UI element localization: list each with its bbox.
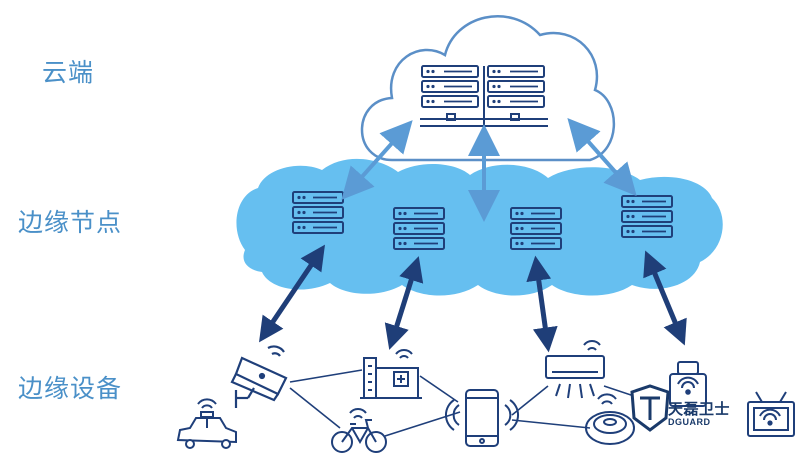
bicycle-icon (331, 408, 387, 453)
cloud-edge-arrows (341, 118, 637, 222)
watermark-subtitle: DGUARD (668, 417, 711, 427)
edge-device-arrows (259, 244, 687, 353)
watermark-logo (630, 384, 670, 432)
taxi-icon (176, 398, 237, 449)
label-edge-nodes: 边缘节点 (18, 208, 123, 237)
smart-lock-icon (669, 361, 707, 407)
air-conditioner-icon (545, 340, 605, 399)
edge-nodes-cloud (236, 158, 723, 296)
cctv-camera-icon (230, 345, 288, 408)
smart-tv-icon (747, 391, 795, 437)
factory-icon (360, 349, 422, 399)
watermark-title: 天磊卫士 (668, 401, 731, 418)
device-links (289, 369, 641, 437)
watermark-text: 天磊卫士 DGUARD (668, 398, 730, 427)
label-edge-devices: 边缘设备 (18, 374, 123, 403)
smartphone-icon (445, 389, 519, 447)
label-cloud: 云端 (42, 58, 95, 87)
robot-vacuum-icon (585, 393, 635, 445)
